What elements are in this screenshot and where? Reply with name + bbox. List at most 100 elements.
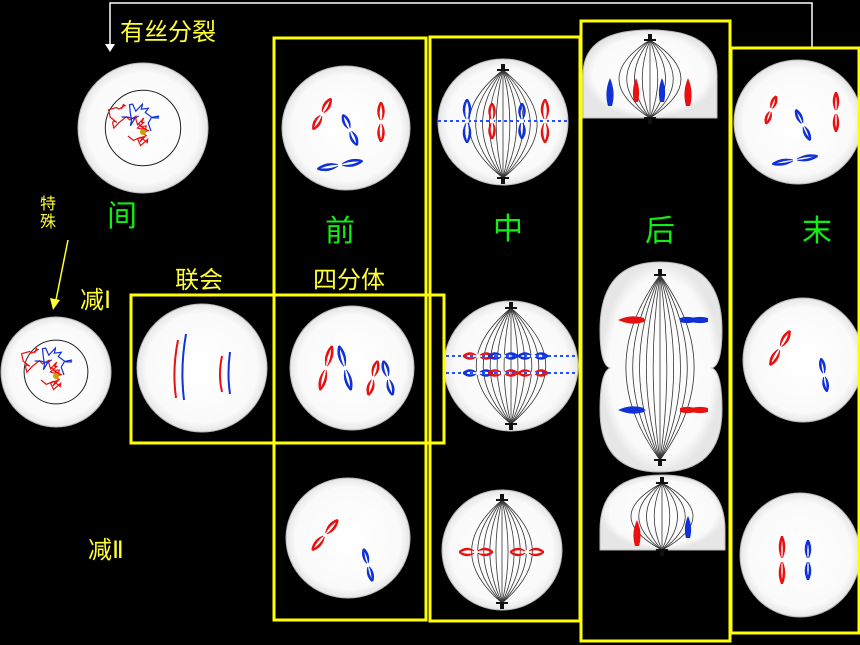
centromere [338,163,342,167]
meiosis2-anaphase-cell [599,474,726,551]
centrosome-icon [500,602,504,609]
centromere [501,354,505,358]
chromosome-icon [311,519,339,551]
spindle-icon [468,64,538,184]
chromosome-icon [772,154,818,166]
chromosome-icon [366,360,380,396]
centromere [348,128,352,132]
chromosome-icon [173,339,179,399]
synapsis-label: 联会 [175,266,223,294]
synapsis-cell [136,303,268,433]
chromosome-icon [794,109,812,141]
chromosome-icon [462,99,472,143]
nucleolus [53,373,59,379]
telophase-frame [729,46,860,635]
spindle-icon [630,477,694,556]
chromosome-icon [312,97,332,131]
tetrad-label: 四分体 [313,266,385,294]
chromosome-icon [377,102,385,142]
cell-nucleus-icon [23,339,89,405]
centromere [501,371,505,375]
chromosome-icon [219,355,223,393]
prophase-label: 前 [325,214,355,249]
nucleolus [140,129,146,135]
chromosome-icon [778,536,786,584]
centromere [822,373,826,377]
centrosome-icon [648,117,652,124]
chromatin [20,347,60,375]
chromatin [107,103,147,131]
centrosome-icon [500,494,504,501]
meiosis2-telophase-cell [739,492,860,618]
telophase-label: 末 [802,214,832,249]
centrosome-icon [501,64,505,71]
chromosome-icon [181,333,187,401]
chromosome-icon [624,316,646,324]
centromere [531,354,535,358]
centrosome-icon [501,177,505,184]
centromere [778,346,782,350]
metaphase-label: 中 [493,212,523,247]
centromere [793,158,797,162]
centromere [343,366,347,370]
anaphase-label: 后 [645,214,675,249]
centromere [525,550,529,554]
centromere [801,123,805,127]
chromosome-icon [488,103,496,139]
mitosis-prophase-cell [281,65,411,191]
chromosome-icon [769,330,791,366]
centromere [490,119,494,123]
centromere [323,533,327,537]
meiosis1-anaphase-cell [599,261,723,473]
meiosis1-label: 减Ⅰ [80,286,112,314]
chromosome-icon [488,352,518,360]
chromatin [127,125,150,147]
arrow-icon [105,44,115,52]
chromatin [121,102,160,132]
centromere [543,119,547,123]
special-label: 特殊 [37,195,56,231]
centrosome-icon [660,477,664,484]
centrosome-icon [660,549,664,556]
centromere [476,354,480,358]
centromere [324,366,328,370]
chromosome-icon [518,103,526,139]
centrosome-icon [509,423,513,430]
chromosome-icon [684,78,692,106]
chromosome-icon [684,516,692,538]
chromosome-icon [318,345,334,391]
chromosome-icon [606,78,614,106]
chromosome-icon [680,316,700,324]
centromere [320,112,324,116]
chromatin [34,346,73,376]
spindle-icon [476,302,546,430]
chromosome-icon [463,369,493,377]
chromosome-icon [804,540,812,580]
centromere [379,120,383,124]
chromosome-icon [361,548,375,582]
mitosis-label: 有丝分裂 [120,18,216,46]
chromosome-icon [518,352,548,360]
centrosome-icon [509,302,513,309]
chromosome-icon [337,345,353,391]
chromosome-icon [832,92,840,132]
chromosome-icon [510,547,544,557]
mitosis-telophase-cell [733,59,860,185]
centrosome-icon [658,459,662,466]
chromosome-icon [632,78,640,102]
special-arrow-icon [50,239,69,310]
chromosome-icon [463,352,493,360]
mitosis-connector [105,2,813,52]
chromosome-icon [764,95,778,125]
centrosome-icon [658,269,662,276]
chromosome-icon [317,158,363,172]
synapsis-tetrad-frame [129,293,446,445]
spindle-icon [618,34,682,124]
centromere [366,563,370,567]
chromosome-icon [658,78,666,102]
centromere [520,119,524,123]
chromosome-icon [459,547,493,557]
centromere [780,558,784,562]
chromosome-icon [227,351,231,395]
